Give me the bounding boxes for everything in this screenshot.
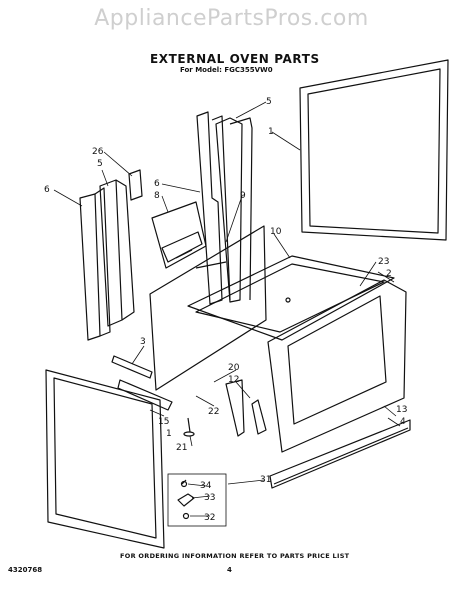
callout-1-bottom: 1	[166, 429, 172, 439]
callout-3: 3	[140, 337, 146, 347]
part-2-door-frame[interactable]	[267, 279, 407, 453]
ordering-information-note: FOR ORDERING INFORMATION REFER TO PARTS …	[120, 552, 350, 560]
part-5-top-channel[interactable]	[196, 111, 253, 305]
callout-32: 32	[204, 513, 215, 523]
callout-21: 21	[176, 443, 187, 453]
callout-23: 23	[378, 257, 389, 267]
callout-20: 20	[228, 363, 240, 373]
diagram-title: EXTERNAL OVEN PARTS	[150, 52, 320, 66]
leader-lines	[53, 101, 401, 527]
callout-15: 15	[158, 417, 169, 427]
callout-31: 31	[260, 475, 271, 485]
part-3-bottom-rail[interactable]	[111, 355, 173, 411]
callout-2: 2	[386, 269, 392, 279]
part-21-leveling-leg[interactable]	[183, 417, 195, 437]
part-12-hinge[interactable]	[225, 379, 267, 437]
callout-8: 8	[154, 191, 160, 201]
callout-26: 26	[92, 147, 104, 157]
document-number: 4320768	[8, 566, 43, 574]
callout-33: 33	[204, 493, 215, 503]
callout-22: 22	[208, 407, 219, 417]
part-9-back-panel[interactable]	[149, 225, 267, 391]
part-5-left-channel[interactable]	[99, 179, 135, 327]
part-26-bracket[interactable]	[128, 169, 143, 201]
callout-12: 12	[228, 375, 239, 385]
callout-10: 10	[270, 227, 282, 237]
part-1-top-frame[interactable]	[299, 59, 449, 241]
part-8-vent-duct[interactable]	[151, 201, 207, 269]
page-number: 4	[227, 566, 232, 574]
callout-6-center: 6	[154, 179, 160, 189]
callout-34: 34	[200, 481, 212, 491]
part-10-top-panel[interactable]	[187, 255, 395, 341]
part-4-kick-panel[interactable]	[269, 419, 411, 489]
part-6-left-panel[interactable]	[79, 187, 111, 341]
part-33-clip-assembly[interactable]	[177, 479, 195, 520]
callout-5-top: 5	[266, 97, 272, 107]
callout-4: 4	[400, 417, 406, 427]
part-1-bottom-frame[interactable]	[45, 369, 165, 549]
callout-9: 9	[240, 191, 246, 201]
site-watermark: AppliancePartsPros.com	[94, 6, 369, 31]
callout-1-top: 1	[268, 127, 274, 137]
model-subtitle: For Model: FGC355VW0	[180, 66, 273, 74]
callout-13: 13	[396, 405, 407, 415]
callout-5-left: 5	[97, 159, 103, 169]
callout-6-left: 6	[44, 185, 50, 195]
